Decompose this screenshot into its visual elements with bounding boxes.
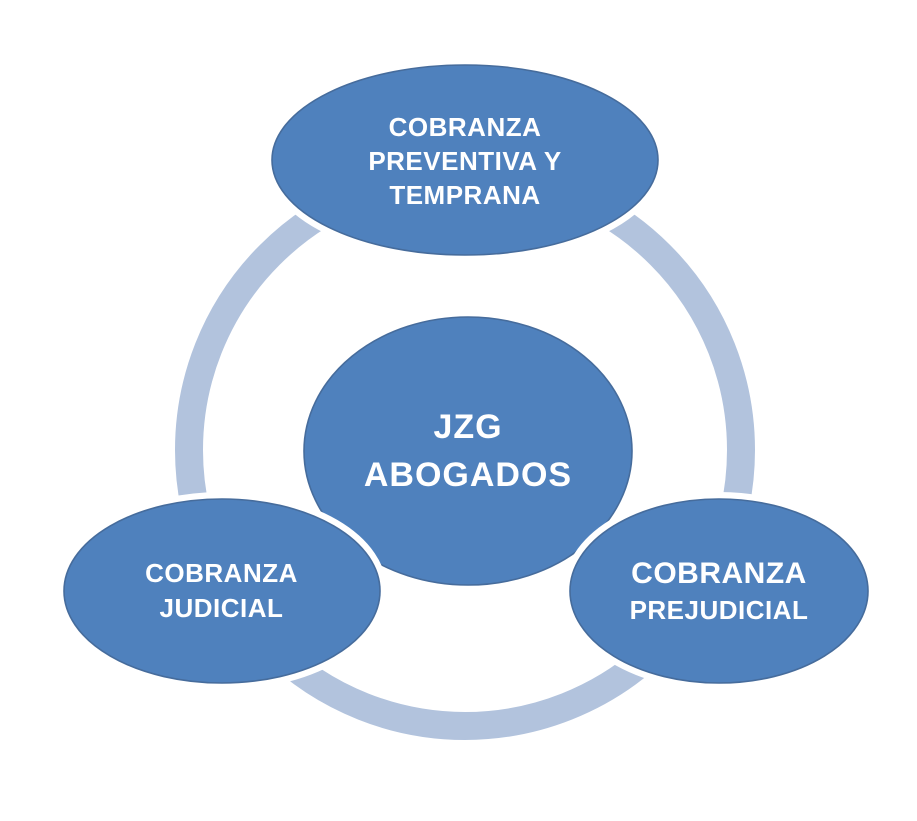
node-bottom-right-shape — [569, 498, 869, 684]
node-ellipse-bottom-left — [57, 492, 387, 690]
node-top-shape — [271, 64, 659, 256]
node-ellipse-bottom-right — [563, 492, 875, 690]
node-ellipse-top — [265, 58, 665, 262]
node-ellipse-center — [297, 310, 639, 592]
node-bottom-left-shape — [63, 498, 381, 684]
node-center-shape — [303, 316, 633, 586]
